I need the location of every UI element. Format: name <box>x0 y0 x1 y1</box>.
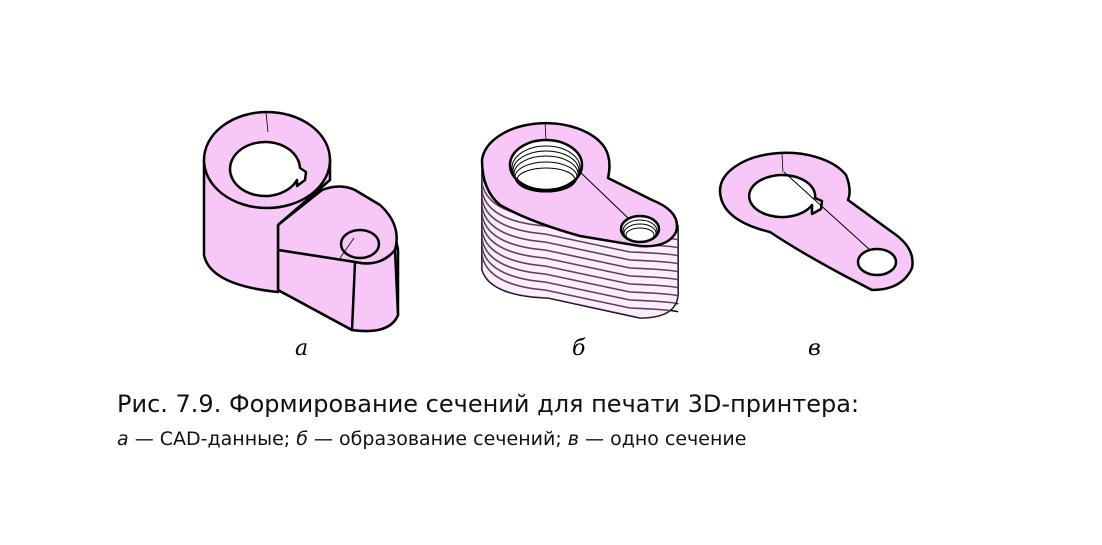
label-v: в <box>808 336 821 361</box>
label-a: а <box>295 336 309 361</box>
label-b: б <box>572 336 586 361</box>
caption-letter-v: в <box>567 428 579 450</box>
caption-title: Рис. 7.9. Формирование сечений для печат… <box>117 390 860 418</box>
caption-text-v: — одно сечение <box>578 428 747 450</box>
figure-drawing <box>202 110 914 333</box>
caption-subtitle: а — CAD-данные; б — образование сечений;… <box>117 428 746 450</box>
caption-letter-b: б <box>296 428 308 450</box>
caption-text-a: — CAD-данные; <box>128 428 297 450</box>
part-b-slice-stack <box>480 121 679 319</box>
caption-text-b: — образование сечений; <box>307 428 568 450</box>
caption-letter-a: а <box>117 428 129 450</box>
part-a-cad-model <box>202 110 400 333</box>
part-v-single-slice <box>718 151 914 292</box>
